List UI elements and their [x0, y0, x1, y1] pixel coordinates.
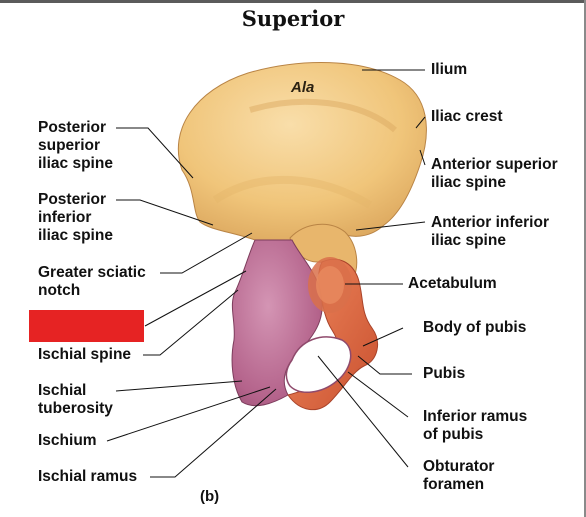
leader-line-pubis [357, 355, 412, 375]
label-ischial-spine: Ischial spine [38, 346, 132, 363]
leader-lines [317, 69, 426, 468]
ilium-bone [177, 62, 427, 241]
label-posterior-inferior-iliac-spine: Posterior inferior iliac spine [38, 191, 113, 244]
label-pubis: Pubis [423, 365, 466, 382]
leader-line-ischium [106, 386, 271, 442]
label-anterior-superior-iliac-spine: Anterior superior iliac spine [431, 156, 558, 191]
panel-label: (b) [200, 488, 220, 505]
leader-line-anterior-superior-iliac-spine [419, 149, 426, 166]
label-ilium: Ilium [431, 61, 468, 78]
redacted-label-box [29, 310, 144, 342]
label-ischial-ramus: Ischial ramus [38, 468, 138, 485]
label-inferior-ramus-of-pubis: Inferior ramus of pubis [423, 408, 528, 443]
label-obturator-foramen: Obturator foramen [423, 458, 495, 493]
label-greater-sciatic-notch: Greater sciatic notch [38, 264, 146, 299]
leader-line-anterior-inferior-iliac-spine [355, 221, 426, 231]
leader-line-redacted-label [144, 270, 247, 327]
figure-title: Superior [241, 6, 345, 31]
label-body-of-pubis: Body of pubis [423, 319, 527, 336]
label-iliac-crest: Iliac crest [431, 108, 503, 125]
leader-line-ischial-tuberosity [115, 380, 243, 392]
label-posterior-superior-iliac-spine: Posterior superior iliac spine [38, 119, 113, 172]
label-ischium: Ischium [38, 432, 97, 449]
leader-line-iliac-crest [415, 116, 426, 129]
label-anterior-inferior-iliac-spine: Anterior inferior iliac spine [431, 214, 549, 249]
label-acetabulum: Acetabulum [408, 275, 497, 292]
ala-label: Ala [291, 79, 315, 96]
leader-line-ischial-ramus [150, 388, 277, 478]
frame-top-border [0, 0, 586, 3]
frame-right-border [584, 0, 586, 517]
leader-line-ischial-spine [143, 289, 239, 356]
leader-line-body-of-pubis [362, 327, 404, 347]
leader-line-greater-sciatic-notch [160, 232, 253, 274]
label-ischial-tuberosity: Ischial tuberosity [38, 382, 113, 417]
leader-line-posterior-inferior-iliac-spine [116, 199, 214, 226]
leader-line-inferior-ramus [347, 371, 409, 418]
leader-line-obturator-foramen [317, 355, 409, 468]
leader-line-posterior-superior-iliac-spine [116, 127, 194, 179]
